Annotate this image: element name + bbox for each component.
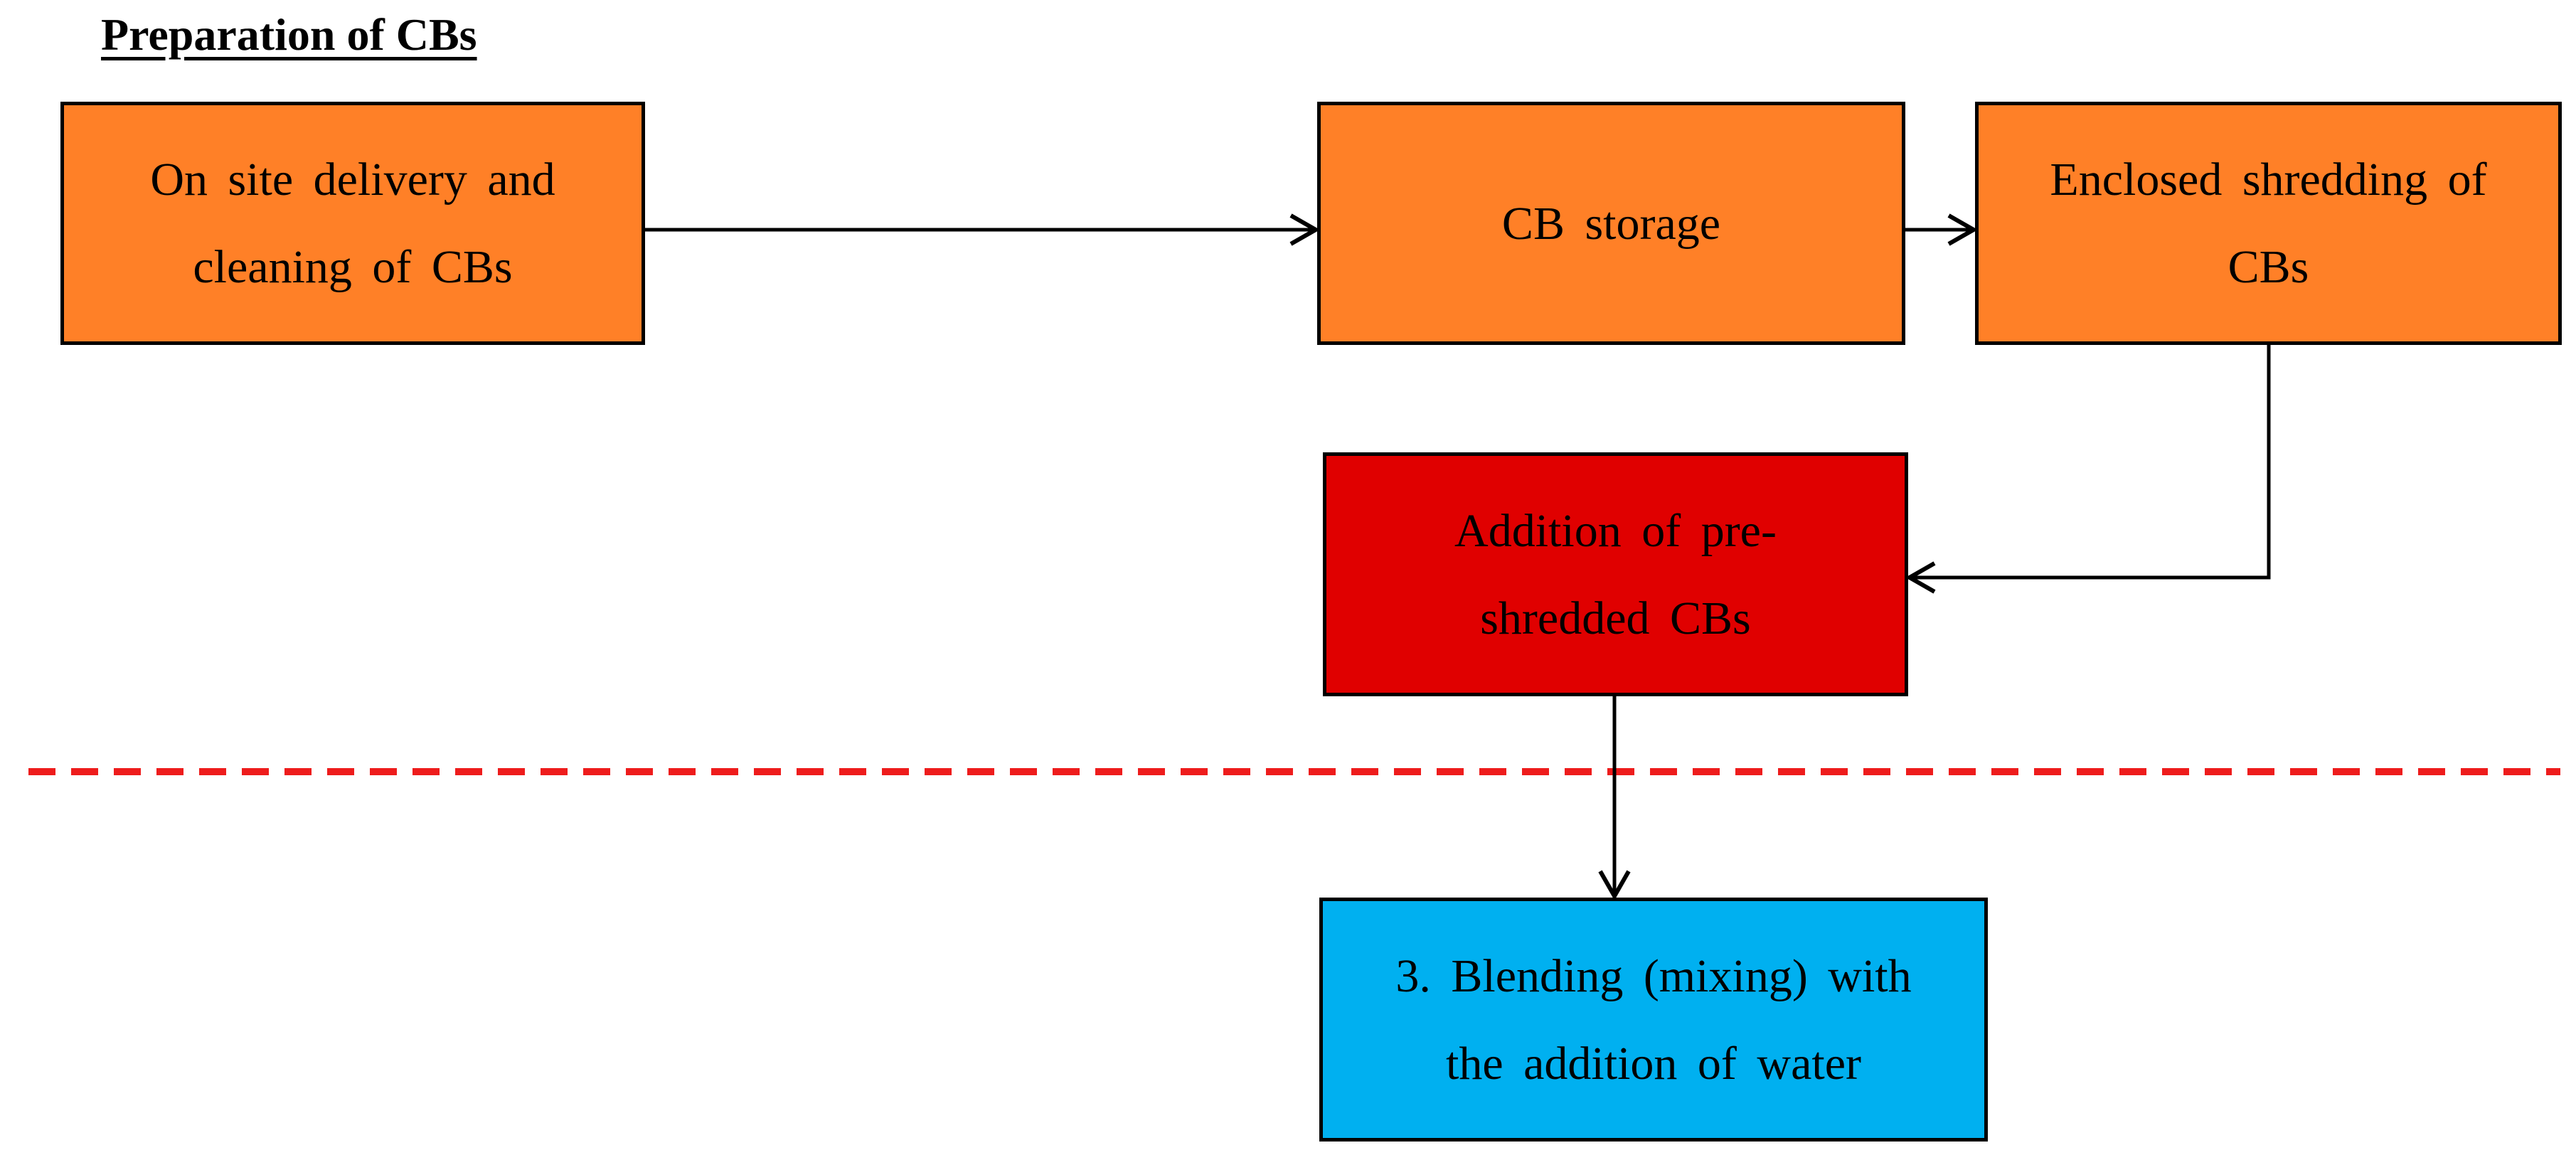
arrowhead-storage-to-shred xyxy=(1947,213,1979,246)
arrowhead-delivery-to-storage xyxy=(1289,213,1321,246)
box-addition-line-2: shredded CBs xyxy=(1480,592,1751,644)
box-cb-storage: CB storage xyxy=(1317,102,1905,345)
box-blend-line-2: the addition of water xyxy=(1446,1037,1861,1090)
box-storage-line-1: CB storage xyxy=(1501,197,1721,250)
diagram-title: Preparation of CBs xyxy=(101,9,477,60)
arrowhead-addition-to-blend xyxy=(1598,870,1631,901)
box-enclosed-shredding: Enclosed shredding of CBs xyxy=(1975,102,2562,345)
box-addition-line-1: Addition of pre- xyxy=(1454,504,1777,557)
box-shred-line-2: CBs xyxy=(2228,241,2309,293)
box-delivery-line-2: cleaning of CBs xyxy=(193,241,513,293)
box-delivery-line-1: On site delivery and xyxy=(150,154,555,206)
box-addition-of-pre-shredded: Addition of pre- shredded CBs xyxy=(1323,452,1908,696)
box-blend-line-1: 3. Blending (mixing) with xyxy=(1395,949,1912,1002)
box-on-site-delivery: On site delivery and cleaning of CBs xyxy=(60,102,645,345)
arrowhead-shred-to-addition xyxy=(1905,561,1936,594)
arrow-shred-to-addition xyxy=(1910,345,2271,580)
box-blending-mixing: 3. Blending (mixing) with the addition o… xyxy=(1319,898,1988,1142)
box-shred-line-1: Enclosed shredding of xyxy=(2050,154,2487,206)
